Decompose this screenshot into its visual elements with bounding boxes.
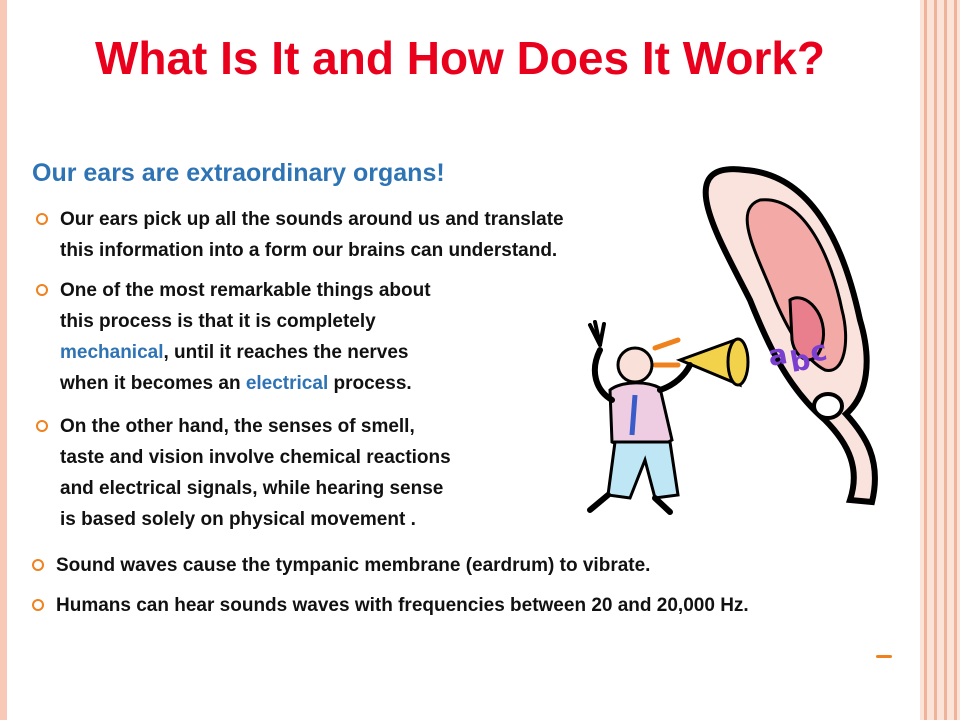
bullet-dot-icon bbox=[36, 284, 48, 296]
bullet-4-line-1: Sound waves cause the tympanic membrane … bbox=[56, 555, 651, 576]
bullet-5-line-1: Humans can hear sounds waves with freque… bbox=[56, 595, 749, 616]
slide-title: What Is It and How Does It Work? bbox=[94, 32, 826, 84]
bullet-3-line-2: taste and vision involve chemical reacti… bbox=[60, 447, 451, 468]
bullet-3-line-4: is based solely on physical movement . bbox=[60, 509, 416, 530]
bullet-dot-icon bbox=[36, 213, 48, 225]
highlight-electrical: electrical bbox=[245, 373, 329, 394]
bullet-2: One of the most remarkable things about … bbox=[36, 275, 431, 399]
bullet-1: Our ears pick up all the sounds around u… bbox=[36, 204, 564, 266]
right-decorative-stripes bbox=[920, 0, 960, 720]
bullet-dot-icon bbox=[36, 420, 48, 432]
bullet-4: Sound waves cause the tympanic membrane … bbox=[32, 550, 651, 581]
bullet-1-line-2: this information into a form our brains … bbox=[60, 240, 558, 261]
bullet-2-line-3: mechanical, until it reaches the nerves bbox=[60, 342, 409, 363]
bullet-2-line-1: One of the most remarkable things about bbox=[60, 280, 431, 301]
decorative-mark bbox=[876, 655, 892, 658]
bullet-2-line-4: when it becomes an electrical process. bbox=[60, 373, 412, 394]
highlight-mechanical: mechanical bbox=[60, 342, 164, 363]
ear-megaphone-illustration: a b c bbox=[587, 166, 878, 515]
left-border bbox=[0, 0, 7, 720]
bullet-dot-icon bbox=[32, 559, 44, 571]
svg-text:c: c bbox=[807, 334, 829, 369]
bullet-1-line-1: Our ears pick up all the sounds around u… bbox=[60, 209, 564, 230]
slide-subtitle: Our ears are extraordinary organs! bbox=[32, 159, 445, 187]
bullet-3-line-3: and electrical signals, while hearing se… bbox=[60, 478, 444, 499]
bullet-2-line-2: this process is that it is completely bbox=[60, 311, 376, 332]
bullet-3-line-1: On the other hand, the senses of smell, bbox=[60, 416, 415, 437]
bullet-5: Humans can hear sounds waves with freque… bbox=[32, 590, 749, 621]
bullet-dot-icon bbox=[32, 599, 44, 611]
bullet-3: On the other hand, the senses of smell, … bbox=[36, 411, 451, 535]
